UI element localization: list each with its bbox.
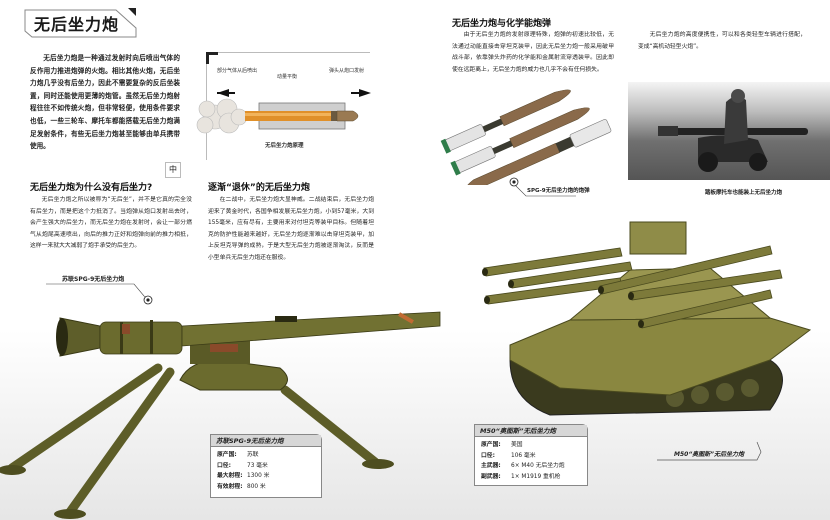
- m50-spec-card: M50“奥图斯”无后坐力炮 原产国: 美国 口径: 106 毫米 主武器: 6× M4…: [474, 424, 588, 486]
- spg9-callout-leader-icon: [46, 283, 153, 305]
- spec-value: 1300 米: [247, 473, 270, 479]
- spec-key: 副武器:: [481, 473, 501, 480]
- section-body-why-no-recoil: 无后坐力炮之所以被称为“无后坐”，并不是它真的完全没有后坐力，而是把这个力抵消了…: [30, 197, 192, 250]
- spec-value: 6× M40 无后坐力炮: [511, 463, 565, 469]
- m50-ontos-tank-illustration-icon: [482, 221, 812, 416]
- m50-spec-card-title: M50“奥图斯”无后坐力炮: [475, 425, 587, 437]
- spec-row: 主武器: 6× M40 无后坐力炮: [475, 461, 587, 472]
- spg9-recoilless-gun-illustration-icon: [0, 311, 441, 519]
- spec-row: 最大射程: 1300 米: [211, 471, 321, 482]
- spec-row: 原产国: 苏联: [211, 450, 321, 461]
- spec-value: 苏联: [247, 452, 259, 458]
- spg9-spec-card: 苏联SPG-9无后坐力炮 原产国: 苏联 口径: 73 毫米 最大射程: 1300 米…: [210, 434, 322, 498]
- m50-callout-frame-icon: [657, 441, 762, 461]
- spec-key: 主武器:: [481, 463, 501, 469]
- diagram-label-left: 部分气体从后喷出: [217, 68, 258, 74]
- spec-key: 最大射程:: [217, 473, 243, 479]
- scooter-gun-silhouette-icon: [658, 89, 808, 172]
- m50-caption: M50“奥图斯”无后坐力炮: [674, 451, 745, 458]
- language-badge[interactable]: 中: [165, 162, 181, 178]
- diagram-label-right: 弹头从炮口发射: [329, 68, 365, 74]
- spec-key: 原产国:: [217, 452, 237, 458]
- spec-row: 口径: 106 毫米: [475, 451, 587, 462]
- diagram-label-center: 动量平衡: [277, 74, 298, 80]
- ammo-callout-leader-icon: [509, 177, 576, 197]
- spec-row: 口径: 73 毫米: [211, 461, 321, 472]
- diagram-caption: 无后坐力炮原理: [265, 143, 304, 149]
- scooter-photo-caption: 踏板摩托车也能装上无后坐力炮: [705, 190, 783, 196]
- spec-row: 有效射程: 800 米: [211, 482, 321, 493]
- spec-value: 106 毫米: [511, 452, 536, 459]
- scooter-recoilless-photo: [628, 82, 830, 180]
- page-title: 无后坐力炮: [34, 15, 120, 34]
- intro-paragraph: 无后坐力炮是一种通过发射时向后喷出气体的反作用力推进炮弹的火炮。相比其他火炮，无…: [30, 54, 180, 151]
- spec-value: 73 毫米: [247, 462, 268, 469]
- spg9-ammo-illustration-icon: [440, 89, 612, 185]
- spec-row: 原产国: 美国: [475, 440, 587, 451]
- diagram-shell-illustration-icon: [196, 89, 371, 134]
- section-body-mobility: 无后坐力炮的高度便携性，可以和各类轻型车辆进行搭配，变成“高机动轻型火炮”。: [638, 32, 806, 50]
- recoilless-principle-diagram: 部分气体从后喷出 动量平衡 弹头从炮口发射 无后坐力炮原理: [196, 52, 371, 160]
- spg9-spec-card-title: 苏联SPG-9无后坐力炮: [211, 435, 321, 447]
- title-frame-icon: [24, 8, 137, 38]
- section-body-retiring: 在二战中，无后坐力炮大显神威。二战结束后，无后坐力炮迎来了黄金时代，各国争相发展…: [208, 197, 374, 261]
- spec-value: 800 米: [247, 483, 266, 490]
- section-body-chemical-energy: 由于无后坐力炮的发射原理特殊，炮弹的初速比较低，无法通过动能直接击穿坦克装甲，因…: [452, 32, 614, 73]
- spec-key: 口径:: [481, 452, 495, 459]
- section-heading-retiring: 逐渐“退休”的无后坐力炮: [208, 183, 310, 193]
- spg9-caption: 苏联SPG-9无后坐力炮: [62, 276, 125, 283]
- spec-value: 1× M1919 重机枪: [511, 473, 561, 480]
- section-heading-why-no-recoil: 无后坐力炮为什么没有后坐力?: [30, 183, 153, 193]
- spec-key: 原产国:: [481, 442, 501, 448]
- section-heading-chemical-energy: 无后坐力炮与化学能炮弹: [452, 19, 552, 29]
- spec-row: 副武器: 1× M1919 重机枪: [475, 472, 587, 483]
- spec-key: 有效射程:: [217, 483, 243, 490]
- ammo-caption: SPG-9无后坐力炮的炮弹: [527, 188, 590, 194]
- spec-value: 美国: [511, 442, 523, 448]
- spec-key: 口径:: [217, 462, 231, 469]
- diagram-corner-mark: [206, 52, 218, 64]
- page-title-box: 无后坐力炮: [24, 6, 137, 38]
